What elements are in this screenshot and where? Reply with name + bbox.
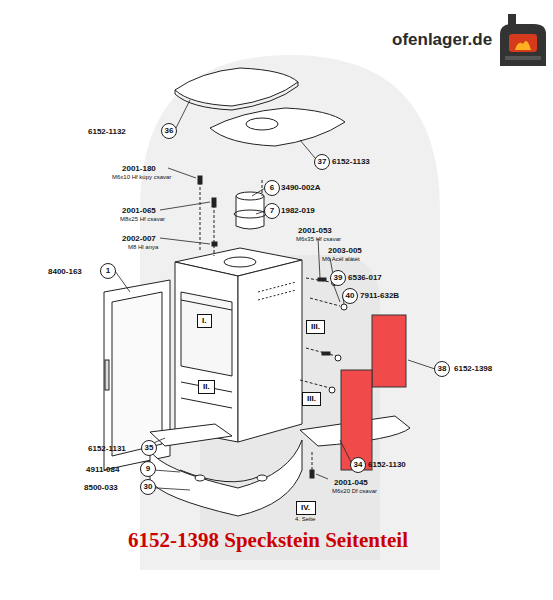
part-spec: M6x20 Df csavar	[332, 488, 377, 495]
part-number: 4911-084	[86, 465, 119, 474]
section-label: IV.	[301, 503, 310, 512]
part-number: 7911-632B	[360, 291, 399, 300]
section-marker: III.	[306, 320, 325, 334]
top-plate	[175, 68, 298, 106]
part-number: 3490-002A	[281, 183, 321, 192]
logo-text: ofenlager.de	[392, 30, 492, 50]
callout-number: 9	[140, 461, 156, 477]
fasteners	[198, 176, 347, 478]
section-label: III.	[307, 394, 316, 403]
part-number: 8400-163	[48, 267, 82, 276]
part-number: 6152-1132	[88, 127, 126, 136]
section-marker: II.	[198, 380, 215, 394]
side-panel	[372, 315, 406, 387]
part-number: 6152-1131	[88, 444, 126, 453]
part-number: 2001-045	[334, 478, 368, 487]
callout-number: 38	[434, 361, 450, 377]
callout-number: 30	[140, 479, 156, 495]
part-spec: M8x25 Hf csavar	[120, 216, 165, 223]
part-number: 6152-1398	[454, 364, 492, 373]
hearth-plate	[150, 424, 232, 446]
callout-number: 39	[330, 270, 346, 286]
section-marker: I.	[197, 314, 212, 328]
parts	[104, 68, 410, 516]
part-spec: 4. Seite	[295, 516, 315, 523]
part-number: 2003-005	[328, 246, 362, 255]
section-marker: IV.	[296, 501, 316, 515]
callout-number: 7	[264, 203, 280, 219]
part-spec: M6 Acél alátét	[322, 256, 360, 263]
title: 6152-1398 Speckstein Seitenteil	[128, 528, 408, 552]
part-number: 2001-065	[122, 206, 156, 215]
part-number: 6152-1133	[332, 157, 370, 166]
callout-number: 36	[161, 123, 177, 139]
part-number: 6536-017	[348, 273, 382, 282]
callout-number: 37	[314, 154, 330, 170]
section-label: III.	[311, 322, 320, 331]
part-number: 2002-007	[122, 234, 156, 243]
part-number: 8500-033	[84, 483, 118, 492]
logo-icon	[500, 14, 546, 66]
top-plate	[210, 108, 345, 146]
section-label: I.	[202, 316, 206, 325]
callout-number: 35	[141, 440, 157, 456]
side-panel	[341, 370, 372, 470]
part-number: 2001-180	[122, 164, 156, 173]
stove-front	[175, 262, 238, 442]
part-number: 2001-053	[298, 226, 332, 235]
section-marker: III.	[302, 392, 321, 406]
watermark	[140, 55, 440, 570]
base	[150, 440, 302, 516]
callout-number: 40	[342, 288, 358, 304]
section-label: II.	[203, 382, 210, 391]
flue-collar	[236, 196, 264, 229]
callout-number: 6	[264, 180, 280, 196]
part-number: 1982-019	[281, 206, 315, 215]
part-spec: M8 Hl anya	[128, 244, 158, 251]
part-number: 6152-1130	[368, 460, 406, 469]
part-spec: M6x10 Hf kúpy csavar	[112, 174, 171, 181]
part-spec: M6x35 Hf csavar	[296, 236, 341, 243]
callout-number: 34	[350, 457, 366, 473]
leader-lines	[115, 100, 435, 490]
callout-number: 1	[100, 263, 116, 279]
stove-side	[238, 260, 302, 442]
